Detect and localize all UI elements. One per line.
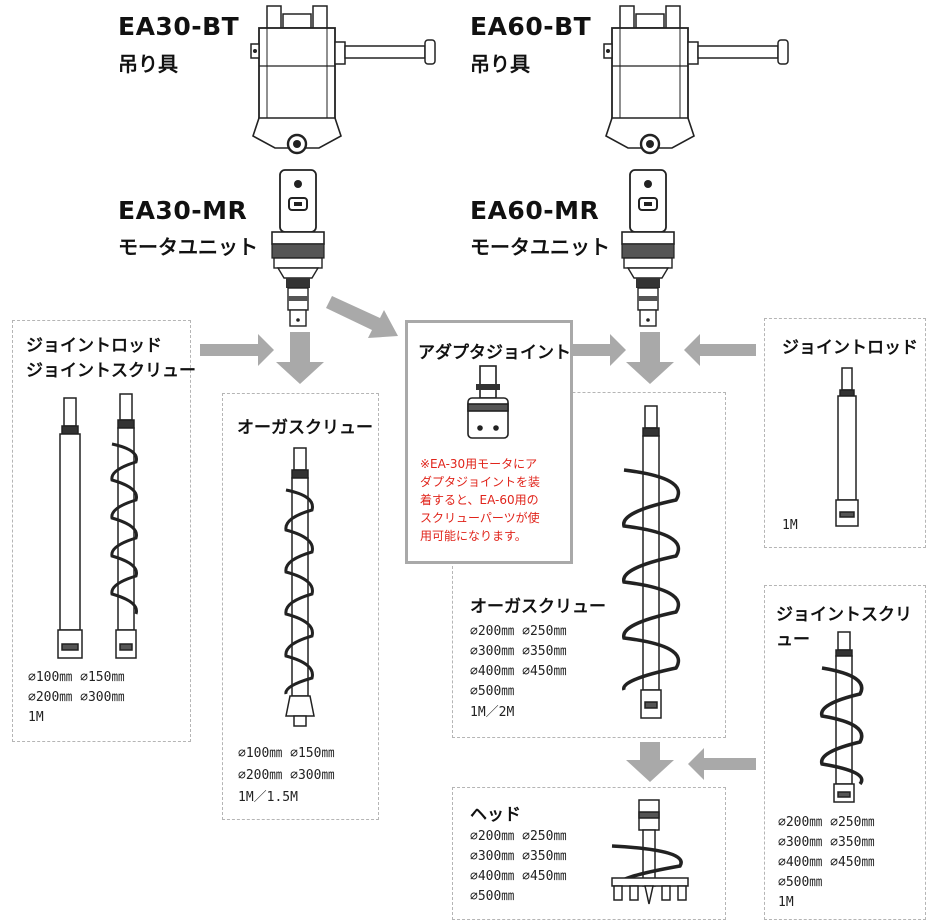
ea60-bt-title: EA60-BT xyxy=(470,12,592,41)
ea30-bt-subtitle: 吊り具 xyxy=(118,52,178,76)
auger-ea60-spec-1: ∅200㎜ ∅250㎜ xyxy=(470,624,567,639)
joint-screw-spec-2: ∅300㎜ ∅350㎜ xyxy=(778,835,875,850)
joint-screw-spec-1: ∅200㎜ ∅250㎜ xyxy=(778,815,875,830)
joint-rod-box xyxy=(764,318,926,548)
arrow-left-1 xyxy=(684,334,756,366)
arrow-right-1 xyxy=(200,334,274,366)
joint-screw-spec-5: 1M xyxy=(778,895,794,910)
ea30-mr-subtitle: モータユニット xyxy=(118,235,258,259)
auger-ea60-spec-3: ∅400㎜ ∅450㎜ xyxy=(470,664,567,679)
auger-ea60-spec-4: ∅500㎜ xyxy=(470,684,515,699)
joint-rod-title: ジョイントロッド xyxy=(26,336,162,356)
joint-parts-spec-1: ∅100㎜ ∅150㎜ xyxy=(28,670,125,685)
head-spec-4: ∅500㎜ xyxy=(470,889,515,904)
joint-rod-right-title: ジョイントロッド xyxy=(782,338,918,358)
auger-ea30-spec-1: ∅100㎜ ∅150㎜ xyxy=(238,746,335,761)
joint-screw-right-title: ジョイントスクリュー xyxy=(776,605,912,650)
ea30-motor-illustration xyxy=(271,169,325,327)
auger-ea60-title: オーガスクリュー xyxy=(470,597,606,617)
arrow-down-3 xyxy=(626,742,674,782)
auger-ea60-illustration xyxy=(622,405,681,719)
joint-rod-right-illustration xyxy=(835,367,859,527)
arrow-left-2 xyxy=(688,748,756,780)
auger-ea30-spec-2: ∅200㎜ ∅300㎜ xyxy=(238,768,335,783)
ea60-mr-title: EA60-MR xyxy=(470,196,600,225)
adapter-note-4: スクリューパーツが使 xyxy=(420,511,540,525)
head-spec-3: ∅400㎜ ∅450㎜ xyxy=(470,869,567,884)
ea60-mr-subtitle: モータユニット xyxy=(470,235,610,259)
arrow-diagonal xyxy=(326,296,398,338)
joint-rod-right-spec: 1M xyxy=(782,518,798,533)
ea60-hanger-illustration xyxy=(602,4,790,155)
ea60-bt-subtitle: 吊り具 xyxy=(470,52,530,76)
joint-screw-illustration xyxy=(110,393,138,659)
joint-screw-spec-4: ∅500㎜ xyxy=(778,875,823,890)
ea60-motor-illustration xyxy=(621,169,675,327)
arrow-right-2 xyxy=(572,334,626,366)
arrow-down-2 xyxy=(626,332,674,384)
joint-screw-right-illustration xyxy=(819,631,864,803)
joint-screw-spec-3: ∅400㎜ ∅450㎜ xyxy=(778,855,875,870)
auger-ea60-box xyxy=(452,392,726,738)
adapter-note-3: 着すると、EA-60用の xyxy=(420,493,539,507)
auger-ea30-spec-3: 1M／1.5M xyxy=(238,790,298,805)
ea30-bt-title: EA30-BT xyxy=(118,12,240,41)
adapter-joint-box xyxy=(405,320,573,564)
ea30-mr-title: EA30-MR xyxy=(118,196,248,225)
auger-ea30-box xyxy=(222,393,379,820)
joint-screw-title: ジョイントスクリュー xyxy=(26,361,196,381)
adapter-note-5: 用可能になります。 xyxy=(420,529,527,543)
head-title: ヘッド xyxy=(470,805,521,825)
joint-parts-spec-3: 1M xyxy=(28,710,44,725)
joint-parts-spec-2: ∅200㎜ ∅300㎜ xyxy=(28,690,125,705)
head-box xyxy=(452,787,726,920)
ea30-hanger-illustration xyxy=(249,4,437,155)
auger-ea60-spec-2: ∅300㎜ ∅350㎜ xyxy=(470,644,567,659)
adapter-joint-title: アダプタジョイント xyxy=(418,343,571,363)
auger-ea60-spec-5: 1M／2M xyxy=(470,705,515,720)
head-illustration xyxy=(611,799,689,905)
auger-ea30-title: オーガスクリュー xyxy=(237,418,373,438)
arrow-down-1 xyxy=(276,332,324,384)
head-spec-2: ∅300㎜ ∅350㎜ xyxy=(470,849,567,864)
joint-rod-illustration xyxy=(57,397,83,659)
head-spec-1: ∅200㎜ ∅250㎜ xyxy=(470,829,567,844)
auger-ea30-illustration xyxy=(284,447,315,727)
flow-arrows xyxy=(200,296,756,782)
adapter-note-1: ※EA-30用モータにア xyxy=(420,457,538,471)
joint-parts-box xyxy=(12,320,191,742)
adapter-joint-illustration xyxy=(467,365,509,439)
adapter-note-2: ダプタジョイントを装 xyxy=(420,475,541,489)
joint-screw-box xyxy=(764,585,926,920)
